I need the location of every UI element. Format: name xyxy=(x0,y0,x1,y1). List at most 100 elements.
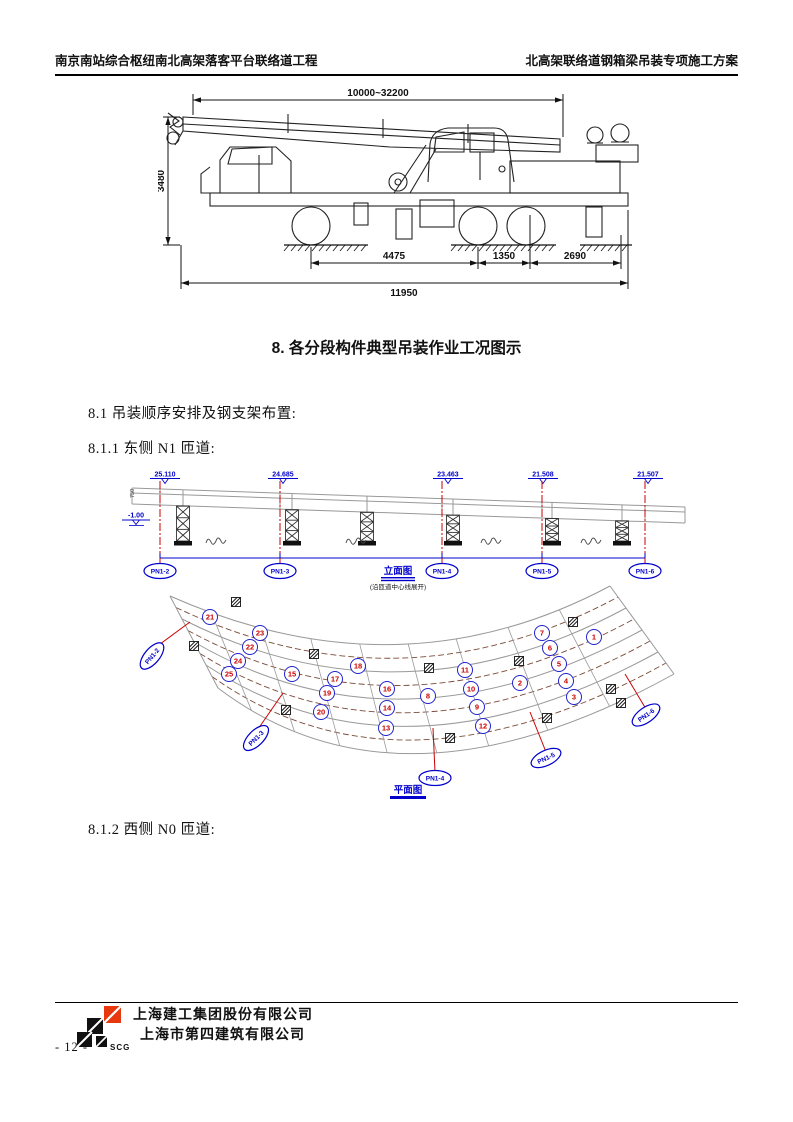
lane-centerline xyxy=(187,618,635,686)
support-base-plate xyxy=(613,541,631,546)
pier-leader xyxy=(624,673,647,710)
company-line-1: 上海建工集团股份有限公司 xyxy=(133,1006,313,1022)
crane-figure: 10000~32200 3480 4475 1350 2690 11950 xyxy=(158,88,639,299)
lane-centerline xyxy=(211,662,667,741)
title-underline xyxy=(381,577,415,579)
ground-scribble xyxy=(580,537,602,545)
plan-figure: 1234567891011121314151617181920212223242… xyxy=(139,585,675,799)
segment-number: 6 xyxy=(542,640,558,656)
deck-edge-arc xyxy=(205,651,659,727)
level-marker: 24.685 xyxy=(268,472,298,485)
svg-text:6: 6 xyxy=(548,644,552,653)
crane-drawing xyxy=(166,112,639,246)
segment-number: 19 xyxy=(319,685,335,701)
support-dim-label: 750 xyxy=(130,489,136,498)
deck-edge-arc xyxy=(193,629,643,700)
pier-axis: PN1-4 xyxy=(425,481,459,580)
segment-number: 25 xyxy=(221,666,237,682)
segment-number: 8 xyxy=(420,688,436,704)
segment-number: 12 xyxy=(475,718,491,734)
ground-level-marker: -1.00 xyxy=(122,513,150,526)
svg-text:18: 18 xyxy=(354,662,362,671)
svg-text:23: 23 xyxy=(256,629,264,638)
ground-scribble xyxy=(345,537,367,545)
header-project-title: 南京南站综合枢纽南北高架落客平台联络道工程 xyxy=(55,54,318,68)
svg-text:11: 11 xyxy=(461,666,469,675)
svg-text:4: 4 xyxy=(564,677,569,686)
deck-edge-arc xyxy=(181,607,627,673)
segment-number: 23 xyxy=(252,625,268,641)
pier-label: PN1-6 xyxy=(636,569,655,576)
page-number: - 12 - xyxy=(55,1040,89,1054)
support-point-marker xyxy=(514,656,524,666)
company-line-2: 上海市第四建筑有限公司 xyxy=(140,1026,305,1042)
support-point-marker xyxy=(281,705,291,715)
bridge-deck xyxy=(131,487,686,524)
dim-axle-front: 4475 xyxy=(383,251,406,262)
pier-label: PN1-4 xyxy=(433,569,452,576)
header-doc-title: 北高架联络道钢箱梁吊装专项施工方案 xyxy=(525,54,738,68)
pier-leader xyxy=(432,727,436,773)
dim-rear-overhang: 2690 xyxy=(564,251,587,262)
segment-number: 1 xyxy=(586,629,602,645)
pier-axis: PN1-5 xyxy=(525,481,559,580)
svg-text:13: 13 xyxy=(382,724,390,733)
plan-pier-label: PN1-5 xyxy=(530,747,562,769)
support-point-marker xyxy=(231,597,241,607)
subheading-8-1-2: 8.1.2 西侧 N0 匝道: xyxy=(88,822,216,838)
support-point-marker xyxy=(616,698,626,708)
page-header: 南京南站综合枢纽南北高架落客平台联络道工程 北高架联络道钢箱梁吊装专项施工方案 xyxy=(55,50,738,76)
svg-text:8: 8 xyxy=(426,692,430,701)
ground-scribble xyxy=(480,537,502,545)
segment-number: 22 xyxy=(242,639,258,655)
svg-text:24.685: 24.685 xyxy=(272,472,294,479)
segment-number: 2 xyxy=(512,675,528,691)
segment-divider xyxy=(558,609,610,707)
subheading-8-1: 8.1 吊装顺序安排及钢支架布置: xyxy=(88,406,297,422)
svg-text:21: 21 xyxy=(206,613,214,622)
support-base-plate xyxy=(283,541,301,546)
svg-text:1: 1 xyxy=(592,633,596,642)
svg-text:10: 10 xyxy=(467,685,475,694)
svg-text:-1.00: -1.00 xyxy=(128,513,144,520)
company-logo: SCG xyxy=(76,1005,129,1052)
subheading-8-1-1: 8.1.1 东侧 N1 匝道: xyxy=(88,441,216,457)
plan-pier-label: PN1-4 xyxy=(418,769,452,787)
support-base-plate xyxy=(358,541,376,546)
plan-title-underline xyxy=(390,796,426,799)
svg-text:PN1-4: PN1-4 xyxy=(426,775,445,782)
segment-number: 17 xyxy=(327,671,343,687)
segment-number: 4 xyxy=(558,673,574,689)
segment-number: 24 xyxy=(230,653,246,669)
support-point-marker xyxy=(309,649,319,659)
segment-number: 21 xyxy=(202,609,218,625)
dim-overall-length: 11950 xyxy=(390,288,418,299)
support-point-marker xyxy=(445,733,455,743)
lattice-support-column xyxy=(174,505,192,546)
pier-leader xyxy=(529,711,547,753)
elevation-note: (沿匝道中心线展开) xyxy=(370,582,426,591)
level-marker: 25.110 xyxy=(150,472,180,485)
lattice-support-column xyxy=(613,520,631,546)
svg-text:21.507: 21.507 xyxy=(637,472,659,479)
lattice-support-column xyxy=(444,514,462,546)
svg-text:20: 20 xyxy=(317,708,325,717)
dim-axle-mid: 1350 xyxy=(493,251,516,262)
crane-dimensions xyxy=(163,94,629,289)
support-point-marker xyxy=(606,684,616,694)
svg-text:2: 2 xyxy=(518,679,522,688)
segment-number: 20 xyxy=(313,704,329,720)
plan-pier-label: PN1-6 xyxy=(631,703,661,727)
segment-number: 15 xyxy=(284,666,300,682)
segment-number: 16 xyxy=(379,681,395,697)
support-point-marker xyxy=(189,641,199,651)
footer-companies: 上海建工集团股份有限公司 上海市第四建筑有限公司 xyxy=(133,1004,313,1044)
pier-label: PN1-2 xyxy=(151,569,170,576)
lattice-support-column xyxy=(283,509,301,546)
segment-number: 3 xyxy=(566,689,582,705)
lane-centerline xyxy=(199,640,651,714)
segment-number: 18 xyxy=(350,658,366,674)
level-marker: 21.508 xyxy=(528,472,558,485)
